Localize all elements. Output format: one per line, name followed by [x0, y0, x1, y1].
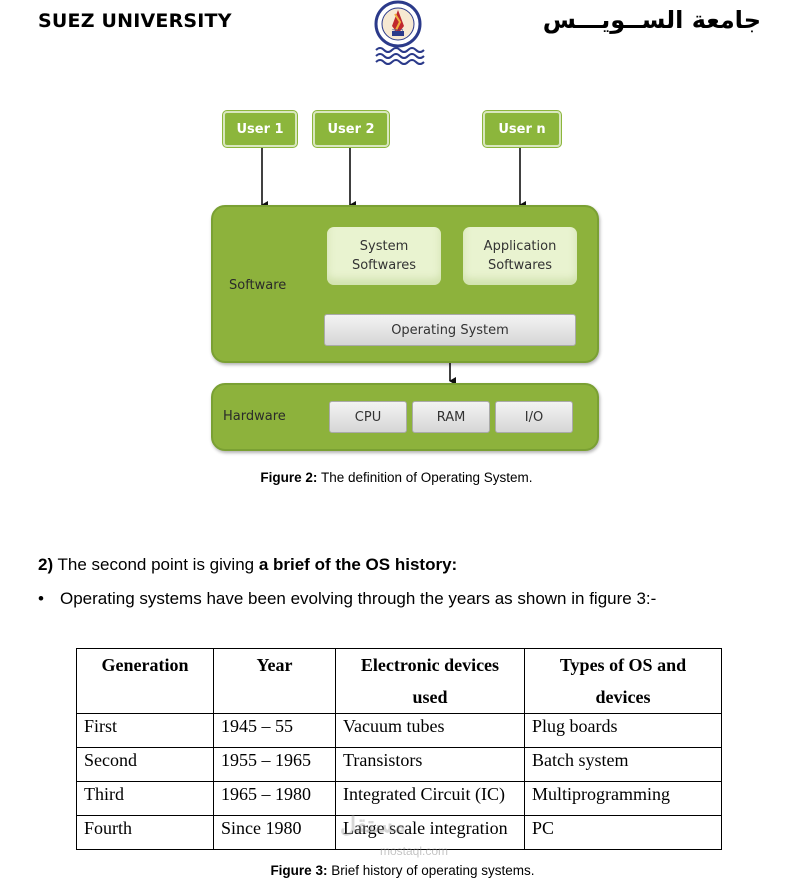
table-cell: Third: [76, 781, 214, 816]
table-cell: Fourth: [76, 815, 214, 850]
os-definition-diagram: User 1 User 2 User n Software System Sof…: [205, 105, 605, 455]
header-os-types-line2: devices: [595, 687, 651, 707]
ram-label: RAM: [436, 409, 466, 425]
cpu-label: CPU: [354, 409, 382, 425]
table-cell: Large scale integration: [335, 815, 525, 850]
table-cell: 1965 – 1980: [213, 781, 336, 816]
hardware-label: Hardware: [223, 409, 286, 424]
application-softwares-box: Application Softwares: [463, 227, 577, 285]
header-generation: Generation: [76, 648, 214, 714]
point-2-text: The second point is giving: [53, 555, 259, 574]
user-2-box: User 2: [313, 111, 389, 147]
table-cell: Transistors: [335, 747, 525, 782]
header-os-types: Types of OS and devices: [524, 648, 722, 714]
table-cell: Plug boards: [524, 713, 722, 748]
table-row: Third 1965 – 1980 Integrated Circuit (IC…: [76, 781, 722, 816]
bullet-paragraph: • Operating systems have been evolving th…: [38, 589, 656, 609]
user-n-label: User n: [498, 121, 546, 137]
user-2-label: User 2: [327, 121, 375, 137]
header-generation-text: Generation: [101, 655, 189, 675]
table-cell: Vacuum tubes: [335, 713, 525, 748]
os-generations-table: Generation Year Electronic devices used T…: [76, 648, 722, 850]
software-panel: Software System Softwares Application So…: [211, 205, 599, 363]
point-2-paragraph: 2) The second point is giving a brief of…: [38, 555, 457, 575]
header-devices-line1: Electronic devices: [360, 655, 500, 675]
header-devices-line2: used: [412, 687, 448, 707]
table-header-row: Generation Year Electronic devices used T…: [76, 648, 722, 714]
application-softwares-line1: Application: [483, 239, 557, 254]
table-cell: Batch system: [524, 747, 722, 782]
university-logo: 2012: [348, 0, 448, 70]
operating-system-label: Operating System: [391, 322, 509, 338]
university-name-english: SUEZ UNIVERSITY: [38, 10, 232, 32]
bullet-icon: •: [38, 589, 44, 608]
point-2-number: 2): [38, 555, 54, 574]
watermark-site: mostaql.com: [380, 844, 449, 858]
bullet-text: Operating systems have been evolving thr…: [60, 589, 657, 608]
operating-system-box: Operating System: [324, 314, 576, 346]
software-label: Software: [229, 278, 287, 293]
point-2-bold: a brief of the OS history:: [258, 555, 458, 574]
system-softwares-line1: System: [359, 239, 409, 254]
header-os-types-line1: Types of OS and: [559, 655, 687, 675]
table-cell: Second: [76, 747, 214, 782]
header-year: Year: [213, 648, 336, 714]
ram-box: RAM: [412, 401, 490, 433]
table-cell: 1955 – 1965: [213, 747, 336, 782]
user-n-box: User n: [483, 111, 561, 147]
system-softwares-box: System Softwares: [327, 227, 441, 285]
table-cell: 1945 – 55: [213, 713, 336, 748]
figure-2-label: Figure 2:: [260, 470, 318, 485]
table-row: Second 1955 – 1965 Transistors Batch sys…: [76, 747, 722, 782]
cpu-box: CPU: [329, 401, 407, 433]
user-1-label: User 1: [236, 121, 284, 137]
system-softwares-line2: Softwares: [351, 258, 417, 273]
header-devices: Electronic devices used: [335, 648, 525, 714]
figure-2-caption: Figure 2: The definition of Operating Sy…: [0, 470, 797, 485]
table-cell: Since 1980: [213, 815, 336, 850]
figure-3-caption: Figure 3: Brief history of operating sys…: [2, 863, 801, 878]
application-softwares-line2: Softwares: [487, 258, 553, 273]
figure-2-text: The definition of Operating System.: [317, 470, 533, 485]
table-row: First 1945 – 55 Vacuum tubes Plug boards: [76, 713, 722, 748]
university-name-arabic: جامعة الســويـــس: [542, 6, 761, 34]
table-row: Fourth Since 1980 Large scale integratio…: [76, 815, 722, 850]
logo-year: 2012: [392, 29, 404, 35]
io-label: I/O: [524, 409, 544, 425]
figure-3-label: Figure 3:: [270, 863, 328, 878]
table-cell: PC: [524, 815, 722, 850]
figure-3-text: Brief history of operating systems.: [327, 863, 535, 878]
hardware-panel: Hardware CPU RAM I/O: [211, 383, 599, 451]
watermark-logo: مستقل: [340, 812, 406, 837]
user-1-box: User 1: [223, 111, 297, 147]
table-cell: Integrated Circuit (IC): [335, 781, 525, 816]
table-cell: First: [76, 713, 214, 748]
io-box: I/O: [495, 401, 573, 433]
header-year-text: Year: [256, 655, 293, 675]
table-cell: Multiprogramming: [524, 781, 722, 816]
